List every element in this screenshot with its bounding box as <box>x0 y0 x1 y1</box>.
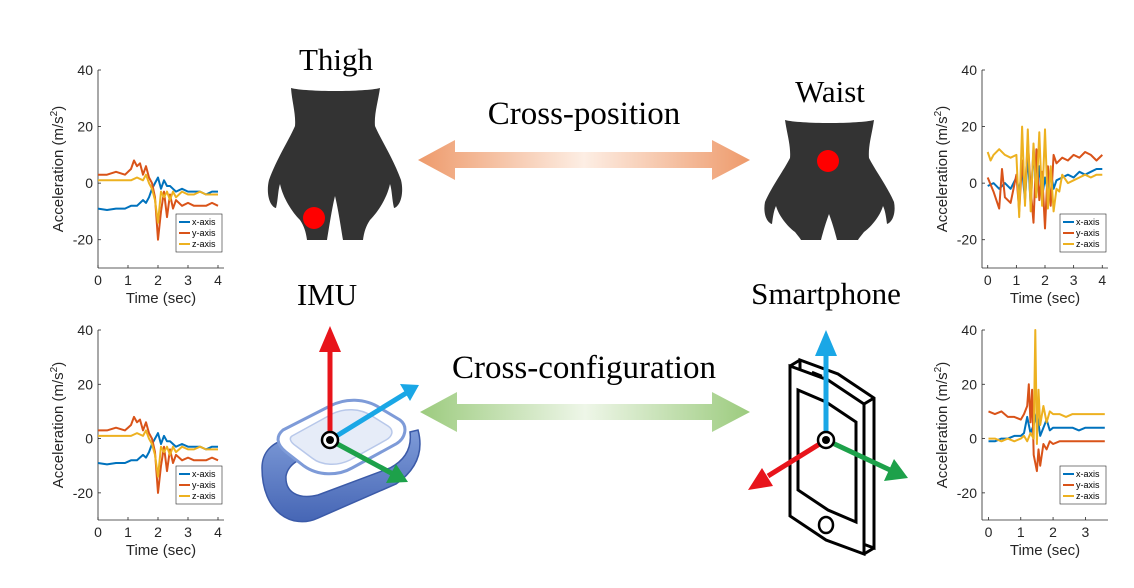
series-line-y-axis <box>98 415 219 494</box>
x-axis-label: Time (sec) <box>126 542 196 559</box>
cross-configuration-label: Cross-configuration <box>452 350 716 386</box>
y-tick-label: 40 <box>77 322 93 338</box>
y-tick-label: 0 <box>969 431 977 447</box>
x-tick-label: 3 <box>1081 524 1089 540</box>
legend-entry: y-axis <box>192 228 216 238</box>
waist-sensor-dot <box>817 150 839 172</box>
waist-label: Waist <box>795 74 865 109</box>
x-tick-label: 0 <box>985 524 993 540</box>
y-tick-label: -20 <box>957 232 977 248</box>
x-tick-label: 0 <box>984 272 992 288</box>
y-tick-label: 20 <box>77 119 93 135</box>
series-line-x-axis <box>988 410 1105 443</box>
thigh-silhouette-icon <box>267 88 403 240</box>
legend-entry: x-axis <box>1076 217 1100 227</box>
y-tick-label: 20 <box>961 119 977 135</box>
x-tick-label: 4 <box>1098 272 1106 288</box>
x-tick-label: 1 <box>1017 524 1025 540</box>
y-tick-label: 0 <box>85 175 93 191</box>
series-line-y-axis <box>986 139 1103 230</box>
waist-silhouette-icon <box>764 120 895 240</box>
cross-configuration-arrow <box>420 392 750 432</box>
legend-box <box>175 465 223 505</box>
smartphone-icon <box>788 357 876 557</box>
y-axis-label: Acceleration (m/s2) <box>49 106 67 232</box>
y-tick-label: 40 <box>961 322 977 338</box>
legend-entry: z-axis <box>1076 239 1100 249</box>
y-axis-label: Acceleration (m/s2) <box>49 362 67 488</box>
y-tick-label: 0 <box>969 175 977 191</box>
smartphone-label: Smartphone <box>751 276 901 311</box>
series-line-x-axis <box>97 432 218 466</box>
x-tick-label: 0 <box>94 272 102 288</box>
thigh-sensor-dot <box>303 207 325 229</box>
legend-entry: y-axis <box>1076 480 1100 490</box>
x-tick-label: 4 <box>214 272 222 288</box>
cross-position-arrow <box>418 140 750 180</box>
y-tick-label: 20 <box>961 376 977 392</box>
y-tick-label: 20 <box>77 376 93 392</box>
imu-label: IMU <box>297 277 357 312</box>
legend-entry: x-axis <box>1076 469 1100 479</box>
x-tick-label: 3 <box>184 272 192 288</box>
y-tick-label: -20 <box>957 485 977 501</box>
legend-entry: x-axis <box>192 217 216 227</box>
series-line-y-axis <box>988 383 1105 473</box>
series-line-x-axis <box>97 176 218 211</box>
x-tick-label: 4 <box>214 524 222 540</box>
series-line-z-axis <box>986 125 1103 219</box>
y-axis-label: Acceleration (m/s2) <box>933 362 951 488</box>
x-tick-label: 3 <box>1070 272 1078 288</box>
series-line-z-axis <box>988 329 1105 445</box>
legend-entry: y-axis <box>1076 228 1100 238</box>
legend-entry: z-axis <box>192 491 216 501</box>
series-line-z-axis <box>98 429 218 478</box>
x-tick-label: 0 <box>94 524 102 540</box>
x-tick-label: 2 <box>1049 524 1057 540</box>
cross-position-label: Cross-position <box>488 96 681 132</box>
legend-entry: x-axis <box>192 469 216 479</box>
y-tick-label: 40 <box>961 62 977 78</box>
imu-wristband-icon <box>261 398 421 523</box>
smartphone-coordinate-frame <box>748 330 908 490</box>
x-axis-label: Time (sec) <box>1010 542 1080 559</box>
x-tick-label: 1 <box>124 272 132 288</box>
series-line-y-axis <box>98 159 219 241</box>
x-tick-label: 3 <box>184 524 192 540</box>
legend-entry: y-axis <box>192 480 216 490</box>
x-tick-label: 2 <box>154 524 162 540</box>
legend-entry: z-axis <box>192 239 216 249</box>
x-tick-label: 1 <box>1012 272 1020 288</box>
x-axis-label: Time (sec) <box>1010 290 1080 307</box>
imu-coordinate-frame <box>319 326 419 483</box>
legend-entry: z-axis <box>1076 491 1100 501</box>
x-tick-label: 2 <box>1041 272 1049 288</box>
y-tick-label: 0 <box>85 431 93 447</box>
x-tick-label: 1 <box>124 524 132 540</box>
x-axis-label: Time (sec) <box>126 290 196 307</box>
y-tick-label: -20 <box>73 485 93 501</box>
thigh-label: Thigh <box>299 42 374 77</box>
x-tick-label: 2 <box>154 272 162 288</box>
series-line-z-axis <box>98 173 218 224</box>
y-axis-label: Acceleration (m/s2) <box>933 106 951 232</box>
y-tick-label: -20 <box>73 232 93 248</box>
y-tick-label: 40 <box>77 62 93 78</box>
